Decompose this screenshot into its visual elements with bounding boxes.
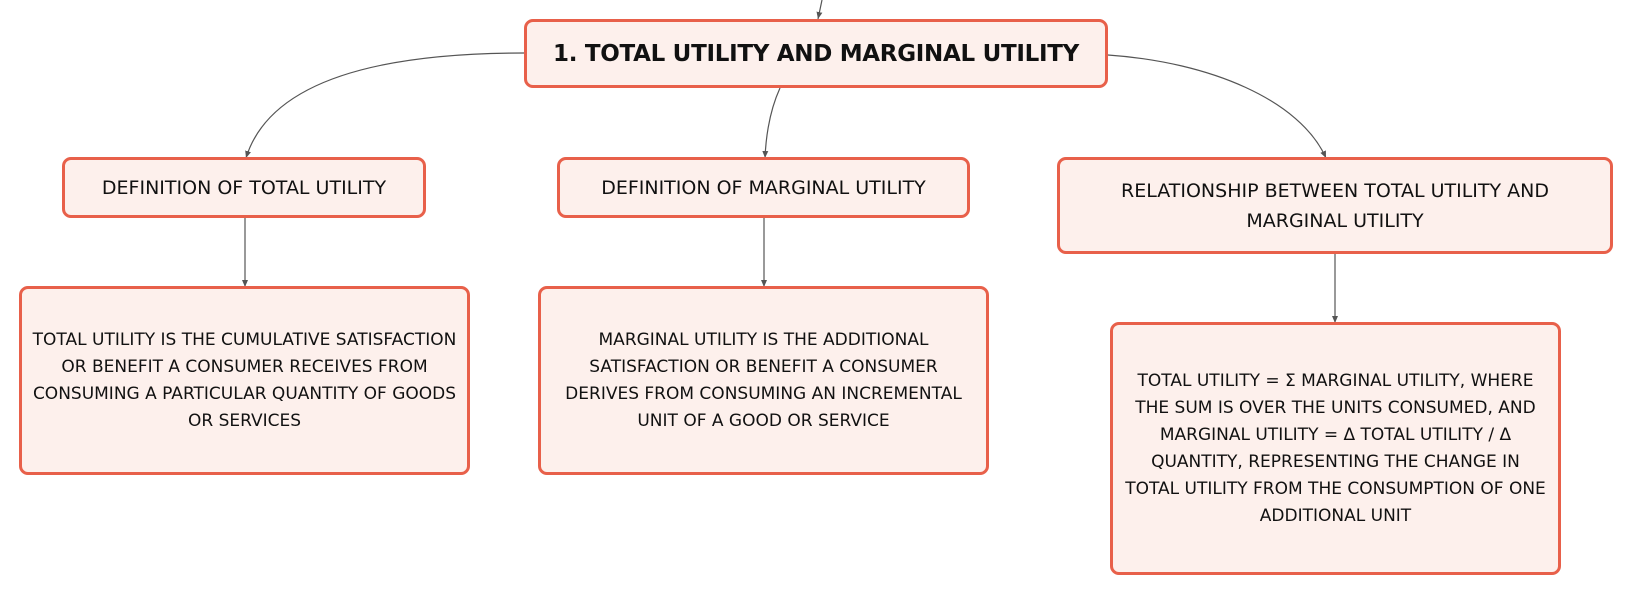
relationship-node[interactable]: RELATIONSHIP BETWEEN TOTAL UTILITY AND M… [1057,157,1613,254]
connector-root-to-relationship [1107,54,1327,159]
marginal-utility-detail-node[interactable]: MARGINAL UTILITY IS THE ADDITIONAL SATIS… [538,286,989,475]
marginal-utility-definition-heading: DEFINITION OF MARGINAL UTILITY [601,176,926,199]
relationship-detail-text: TOTAL UTILITY = Σ MARGINAL UTILITY, WHER… [1125,370,1546,526]
relationship-heading: RELATIONSHIP BETWEEN TOTAL UTILITY AND M… [1121,179,1549,232]
connector-parent-to-root [816,0,823,20]
marginal-utility-definition-node[interactable]: DEFINITION OF MARGINAL UTILITY [557,157,970,218]
connector-root-to-marginal-utility [762,87,781,159]
marginal-utility-detail-text: MARGINAL UTILITY IS THE ADDITIONAL SATIS… [565,329,962,431]
connector-root-to-total-utility [245,52,525,159]
root-topic-node[interactable]: 1. TOTAL UTILITY AND MARGINAL UTILITY [524,19,1108,88]
total-utility-definition-node[interactable]: DEFINITION OF TOTAL UTILITY [62,157,426,218]
total-utility-detail-node[interactable]: TOTAL UTILITY IS THE CUMULATIVE SATISFAC… [19,286,470,475]
relationship-detail-node[interactable]: TOTAL UTILITY = Σ MARGINAL UTILITY, WHER… [1110,322,1561,575]
total-utility-definition-heading: DEFINITION OF TOTAL UTILITY [101,176,387,199]
root-topic-title: 1. TOTAL UTILITY AND MARGINAL UTILITY [553,40,1079,67]
total-utility-detail-text: TOTAL UTILITY IS THE CUMULATIVE SATISFAC… [32,329,457,431]
